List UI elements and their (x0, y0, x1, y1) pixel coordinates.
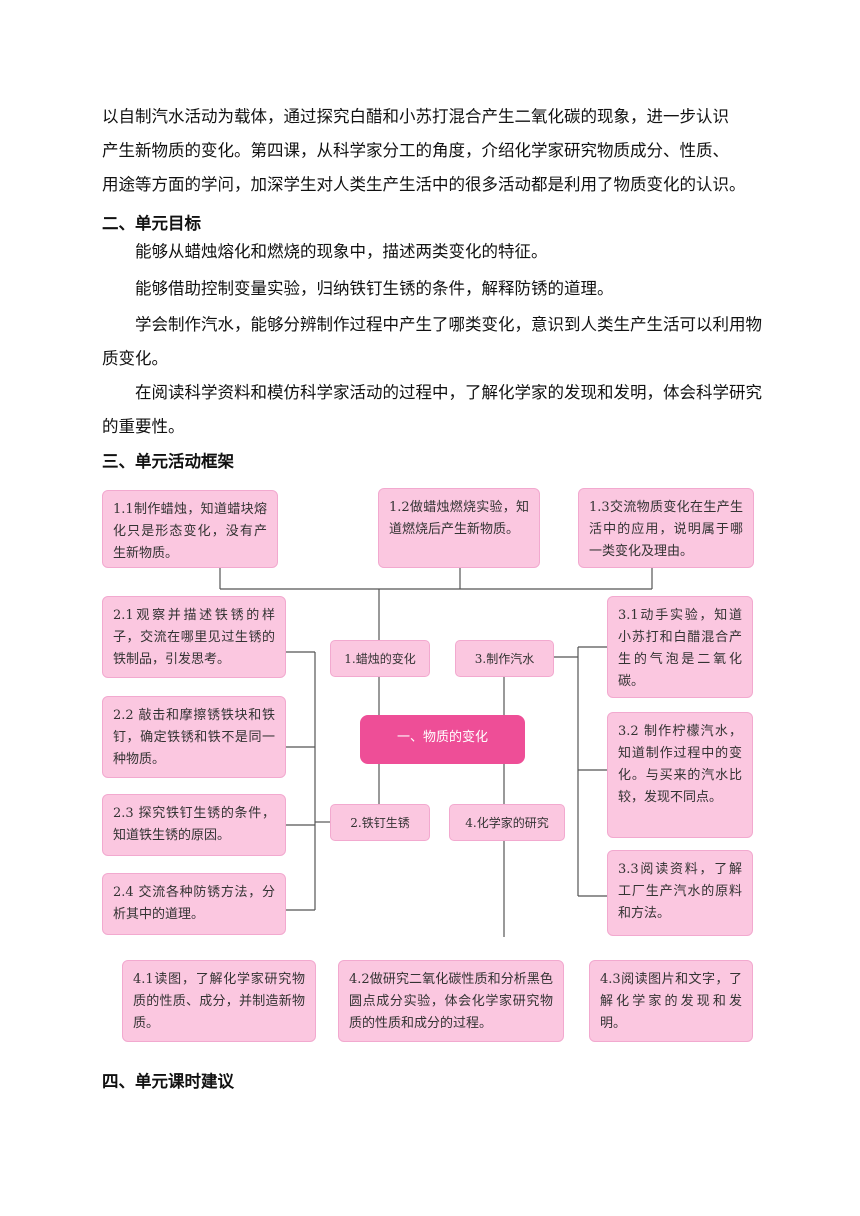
goal-paragraph: 在阅读科学资料和模仿科学家活动的过程中，了解化学家的发现和发明，体会科学研究的重… (102, 383, 762, 436)
activity-box-2-4: 2.4 交流各种防锈方法，分析其中的道理。 (102, 873, 286, 935)
activity-box-4-2: 4.2做研究二氧化碳性质和分析黑色圆点成分实验，体会化学家研究物质的性质和成分的… (338, 960, 564, 1042)
activity-box-3-1: 3.1动手实验，知道小苏打和白醋混合产生的气泡是二氧化碳。 (607, 596, 753, 698)
lesson-box-1: 1.蜡烛的变化 (330, 640, 430, 677)
activity-box-4-3: 4.3阅读图片和文字，了解化学家的发现和发明。 (589, 960, 753, 1042)
activity-box-3-2: 3.2 制作柠檬汽水，知道制作过程中的变化。与买来的汽水比较，发现不同点。 (607, 712, 753, 838)
goal-paragraph: 能够从蜡烛熔化和燃烧的现象中，描述两类变化的特征。 (135, 242, 548, 261)
activity-box-3-3: 3.3阅读资料，了解工厂生产汽水的原料和方法。 (607, 850, 753, 936)
intro-line: 用途等方面的学问，加深学生对人类生产生活中的很多活动都是利用了物质变化的认识。 (102, 175, 746, 194)
center-topic: 一、物质的变化 (360, 715, 525, 764)
intro-line: 产生新物质的变化。第四课，从科学家分工的角度，介绍化学家研究物质成分、性质、 (102, 141, 729, 160)
connector-lines (219, 568, 653, 937)
section-heading: 三、单元活动框架 (102, 452, 234, 471)
activity-box-2-1: 2.1观察并描述铁锈的样子，交流在哪里见过生锈的铁制品，引发思考。 (102, 596, 286, 678)
goal-paragraph: 学会制作汽水，能够分辨制作过程中产生了哪类变化，意识到人类生产生活可以利用物质变… (102, 315, 762, 368)
section-heading: 四、单元课时建议 (102, 1072, 234, 1091)
intro-paragraph: 以自制汽水活动为载体，通过探究白醋和小苏打混合产生二氧化碳的现象，进一步认识 产… (102, 100, 766, 202)
goal-paragraph: 能够借助控制变量实验，归纳铁钉生锈的条件，解释防锈的道理。 (135, 279, 614, 298)
lesson-box-2: 2.铁钉生锈 (330, 804, 430, 841)
section-heading: 二、单元目标 (102, 214, 201, 233)
activity-box-1-3: 1.3交流物质变化在生产生活中的应用，说明属于哪一类变化及理由。 (578, 488, 754, 568)
activity-box-1-2: 1.2做蜡烛燃烧实验，知道燃烧后产生新物质。 (378, 488, 540, 568)
lesson-box-3: 3.制作汽水 (455, 640, 554, 677)
activity-framework-diagram: 1.1制作蜡烛，知道蜡块熔化只是形态变化，没有产生新物质。 1.2做蜡烛燃烧实验… (102, 482, 756, 937)
activity-box-1-1: 1.1制作蜡烛，知道蜡块熔化只是形态变化，没有产生新物质。 (102, 490, 278, 568)
activity-box-2-2: 2.2 敲击和摩擦锈铁块和铁钉，确定铁锈和铁不是同一种物质。 (102, 696, 286, 778)
activity-box-2-3: 2.3 探究铁钉生锈的条件，知道铁生锈的原因。 (102, 794, 286, 856)
intro-line: 以自制汽水活动为载体，通过探究白醋和小苏打混合产生二氧化碳的现象，进一步认识 (102, 107, 729, 126)
lesson-box-4: 4.化学家的研究 (449, 804, 565, 841)
activity-box-4-1: 4.1读图，了解化学家研究物质的性质、成分，并制造新物质。 (122, 960, 316, 1042)
